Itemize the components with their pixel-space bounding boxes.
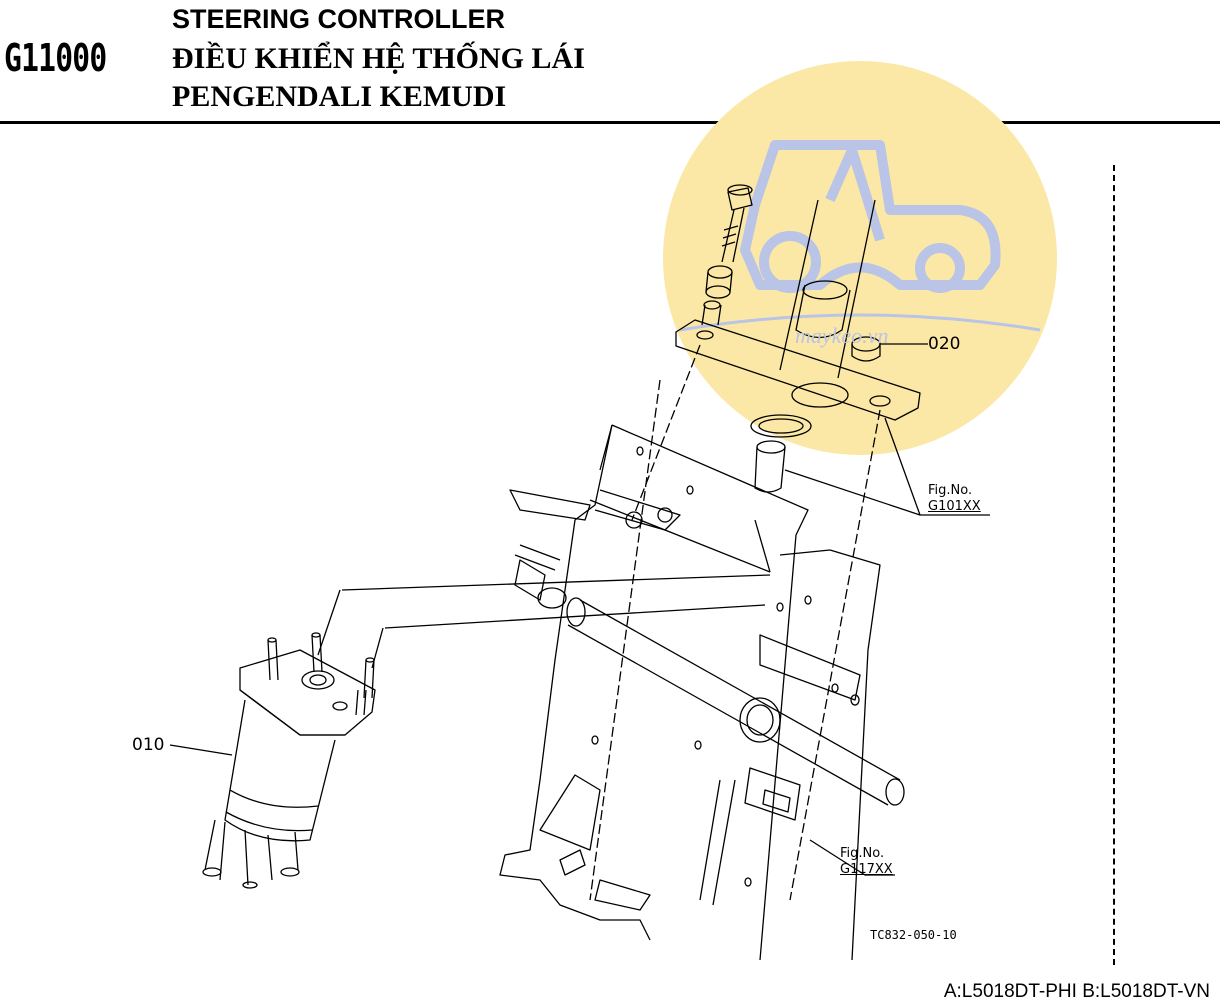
watermark-logo bbox=[663, 61, 1057, 455]
title-indonesian: PENGENDALI KEMUDI bbox=[172, 80, 507, 113]
title-vietnamese: ĐIỀU KHIỂN HỆ THỐNG LÁI bbox=[172, 42, 585, 75]
fig-ref-prefix: Fig.No. bbox=[928, 483, 973, 498]
header-rule bbox=[0, 121, 1220, 124]
upper-bolt bbox=[701, 184, 753, 326]
fig-ref-code: G117XX bbox=[840, 862, 893, 877]
fig-ref-code: G101XX bbox=[928, 499, 981, 514]
fig-ref-g101xx[interactable]: Fig.No. G101XX bbox=[928, 483, 981, 515]
seal-ring bbox=[750, 414, 812, 438]
upper-mount-plate bbox=[675, 319, 921, 421]
steering-column-tube bbox=[779, 199, 876, 379]
cross-shaft bbox=[514, 559, 905, 806]
title-english: STEERING CONTROLLER bbox=[172, 4, 506, 34]
part-label-020: 020 bbox=[928, 334, 961, 354]
section-divider bbox=[1113, 165, 1115, 965]
part-label-010: 010 bbox=[132, 735, 165, 755]
drawing-code: TC832-050-10 bbox=[870, 928, 957, 942]
steering-controller-010 bbox=[202, 632, 376, 889]
diagram-code: G11000 bbox=[4, 36, 107, 80]
watermark-text: maykeo.vn bbox=[795, 323, 888, 348]
fig-ref-prefix: Fig.No. bbox=[840, 846, 885, 861]
fig-ref-g117xx[interactable]: Fig.No. G117XX bbox=[840, 846, 893, 878]
steering-bracket-frame bbox=[499, 424, 881, 961]
bushing bbox=[754, 440, 786, 493]
model-applicability: A:L5018DT-PHI B:L5018DT-VN bbox=[943, 981, 1210, 1002]
